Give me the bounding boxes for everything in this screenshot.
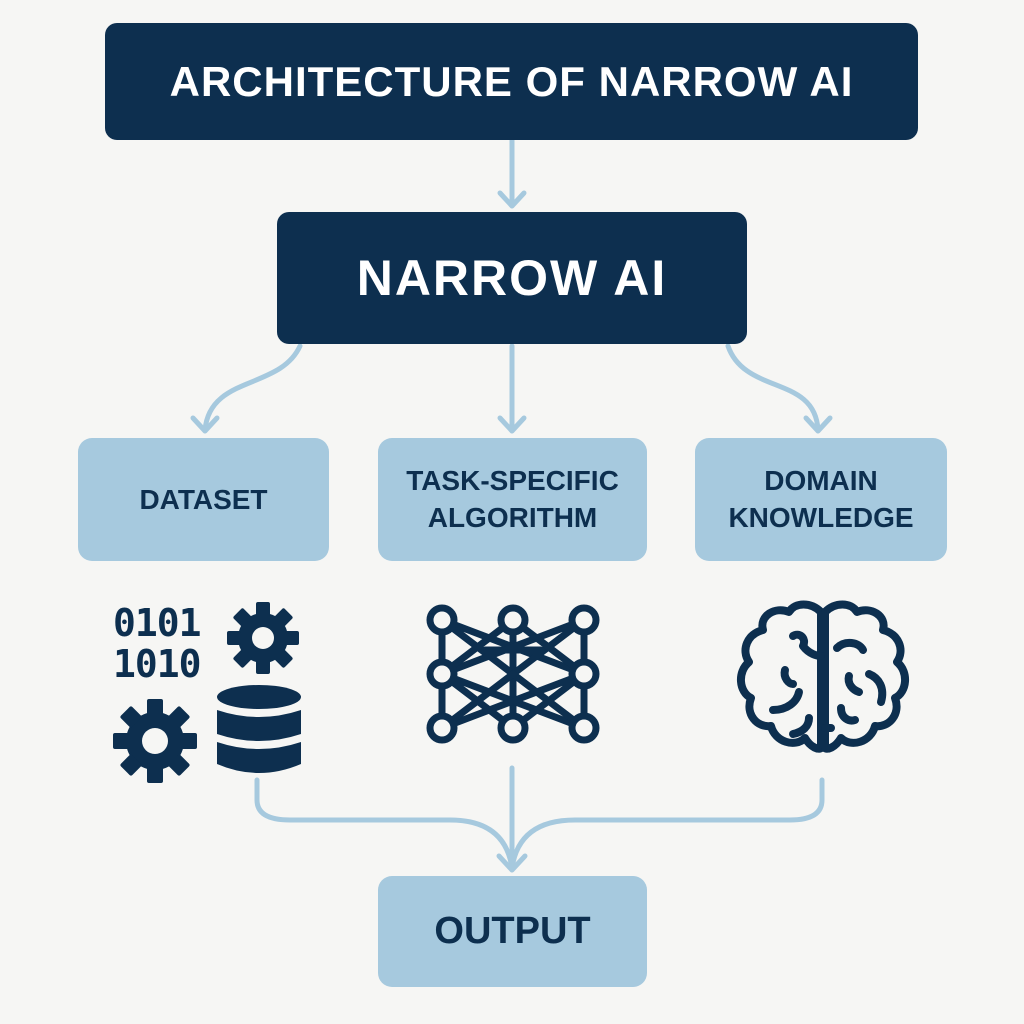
arrow-core-to-dataset [202,343,303,433]
core-label: NARROW AI [356,250,668,306]
algorithm-box: TASK-SPECIFIC ALGORITHM [378,438,647,561]
title-box: ARCHITECTURE OF NARROW AI [105,23,918,140]
knowledge-label-line1: DOMAIN [764,465,878,497]
dataset-box: DATASET [78,438,329,561]
arrow-knowledge-to-output [509,777,825,871]
database-icon [217,685,301,773]
diagram-title: ARCHITECTURE OF NARROW AI [169,57,854,105]
arrow-dataset-to-output [254,777,515,871]
arrow-core-to-knowledge [725,343,821,433]
algorithm-label-line2: ALGORITHM [427,501,598,533]
algorithm-label-line1: TASK-SPECIFIC [406,465,619,497]
knowledge-box: DOMAIN KNOWLEDGE [695,438,947,561]
narrow-ai-box: NARROW AI [277,212,747,344]
binary-icon: 0101 1010 [113,601,202,686]
gear-icon [113,699,197,783]
dataset-label: DATASET [139,483,268,515]
output-box: OUTPUT [378,876,647,987]
gear-icon [227,602,299,674]
brain-icon [737,600,909,753]
knowledge-label-line2: KNOWLEDGE [728,501,914,533]
output-label: OUTPUT [434,910,591,952]
neural-network-icon [426,604,600,744]
binary-line-2: 1010 [113,642,202,686]
binary-line-1: 0101 [113,601,202,645]
